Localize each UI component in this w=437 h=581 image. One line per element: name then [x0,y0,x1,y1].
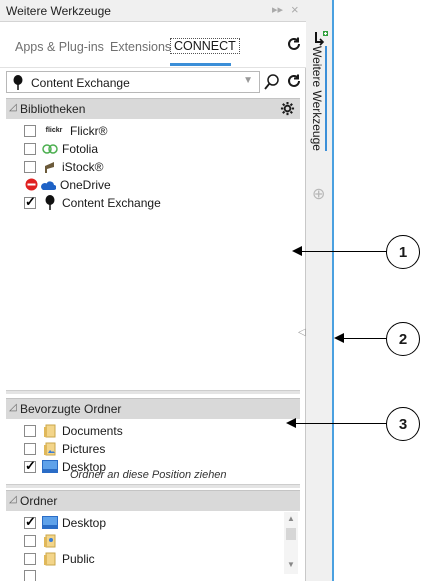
folders-scrollbar[interactable]: ▲ ▼ [284,512,298,574]
add-panel-icon[interactable]: ⊕ [312,186,326,203]
tab-bar: Apps & Plug-ins Extensions CONNECT [0,22,306,68]
drop-hint: Ordner an diese Position ziehen [70,469,227,481]
folder-item-partial[interactable] [24,567,42,581]
onedrive-cloud-icon [40,178,56,192]
refresh-library-icon[interactable] [286,73,302,92]
checkbox-checked[interactable] [24,458,36,474]
callout-3-arrowhead [286,418,296,428]
pin-icon [13,75,23,93]
more-tools-panel: Weitere Werkzeuge ▸▸ × Apps & Plug-ins E… [0,0,306,581]
folder-item-public[interactable]: Public [24,550,95,567]
favorite-item-desktop[interactable]: Desktop [24,458,106,475]
section-divider[interactable] [6,390,300,394]
collapse-triangle-icon: ◿ [9,102,17,113]
callout-1: 1 [386,235,420,269]
checkbox[interactable] [24,552,36,565]
checkbox[interactable] [24,569,36,581]
tool-panel-icon[interactable] [313,30,329,49]
favorites-header-label: Bevorzugte Ordner [20,402,122,416]
library-label: iStock® [62,159,104,174]
dock-sidebar: Weitere Werkzeuge ⊕ [306,0,334,581]
checkbox[interactable] [24,124,36,137]
favorite-label: Desktop [62,459,107,474]
tab-extensions[interactable]: Extensions [110,40,172,54]
pin-icon [42,195,58,210]
library-item-content-exchange[interactable]: Content Exchange [24,194,161,211]
search-icon[interactable] [264,73,280,94]
section-divider[interactable] [6,484,300,488]
desktop-folder-icon [42,460,58,474]
folder-label: Desktop [62,515,107,530]
checkbox-checked[interactable] [24,194,36,210]
folder-item-desktop[interactable]: Desktop [24,514,106,531]
panel-collapse-handle-icon[interactable]: ◁ [298,327,306,338]
pictures-folder-icon [42,442,58,456]
library-item-istock[interactable]: iStock® [24,158,104,175]
library-label: OneDrive [60,177,111,192]
desktop-folder-icon [42,516,58,530]
checkbox[interactable] [24,160,36,173]
dropdown-selected: Content Exchange [31,76,130,90]
collapse-triangle-icon: ◿ [9,494,17,505]
folder-item-user[interactable] [24,532,62,549]
chevron-down-icon: ▼ [243,75,253,86]
favorites-header[interactable]: ◿ Bevorzugte Ordner [6,398,300,419]
checkbox[interactable] [24,424,36,437]
documents-folder-icon [42,424,58,438]
library-item-onedrive[interactable]: OneDrive [24,176,111,193]
scrollbar-thumb[interactable] [286,528,296,540]
tab-connect[interactable]: CONNECT [170,38,240,54]
flickr-logo-icon: flickr [45,127,63,134]
callout-2-arrowhead [334,333,344,343]
scroll-up-icon[interactable]: ▲ [287,514,295,523]
close-icon[interactable]: × [291,2,299,17]
favorite-item-pictures[interactable]: Pictures [24,440,105,457]
library-label: Flickr® [70,123,108,138]
favorite-item-documents[interactable]: Documents [24,422,123,439]
libraries-header[interactable]: ◿ Bibliotheken [6,98,300,119]
callout-3: 3 [386,407,420,441]
library-label: Fotolia [62,141,99,156]
library-label: Content Exchange [62,195,161,210]
library-item-flickr[interactable]: flickr Flickr® [24,122,108,139]
refresh-icon[interactable] [286,36,302,55]
panel-title: Weitere Werkzeuge [6,4,111,18]
folders-header[interactable]: ◿ Ordner [6,490,300,511]
libraries-header-label: Bibliotheken [20,102,86,116]
blocked-icon [24,178,38,192]
collapse-triangle-icon: ◿ [9,402,17,413]
tab-apps-plugins[interactable]: Apps & Plug-ins [15,40,104,54]
user-folder-icon [42,534,58,548]
public-folder-icon [42,552,58,566]
scroll-down-icon[interactable]: ▼ [287,560,295,569]
folders-header-label: Ordner [20,494,58,508]
callout-3-line [290,423,387,424]
callout-1-arrowhead [292,246,302,256]
favorite-label: Pictures [62,441,106,456]
folder-label: Public [62,551,95,566]
checkbox-checked[interactable] [24,514,36,530]
istock-icon [42,160,58,174]
checkbox[interactable] [24,142,36,155]
library-dropdown[interactable]: Content Exchange ▼ [6,71,260,93]
callout-2-line [338,338,387,339]
callout-2: 2 [386,322,420,356]
sidebar-tab-more-tools[interactable]: Weitere Werkzeuge [310,46,327,151]
library-item-fotolia[interactable]: Fotolia [24,140,98,157]
checkbox[interactable] [24,534,36,547]
favorite-label: Documents [62,423,123,438]
fotolia-icon [42,142,58,156]
callout-1-line [296,251,387,252]
collapse-icon[interactable]: ▸▸ [272,4,284,16]
checkbox[interactable] [24,442,36,455]
active-tab-indicator [170,63,231,66]
gear-icon[interactable] [280,101,295,119]
panel-titlebar: Weitere Werkzeuge ▸▸ × [0,0,306,22]
library-search-row: Content Exchange ▼ [0,68,306,98]
